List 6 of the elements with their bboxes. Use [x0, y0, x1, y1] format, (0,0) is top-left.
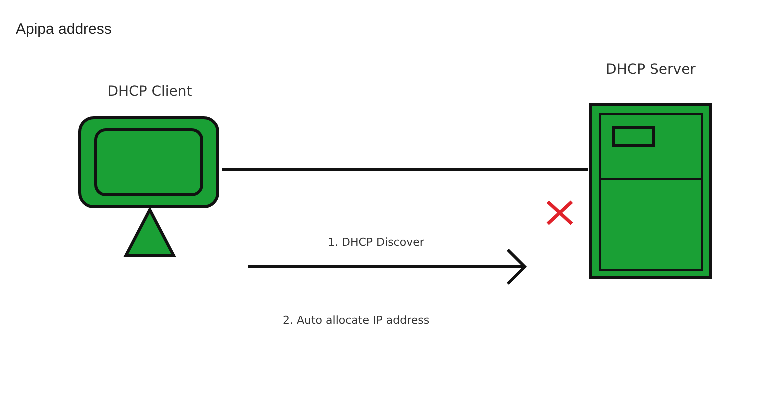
step-label: 2. Auto allocate IP address [283, 314, 430, 327]
step-label: 1. DHCP Discover [328, 236, 424, 249]
diagram-title: Apipa address [16, 21, 112, 38]
node-label: DHCP Client [106, 84, 194, 100]
node-label: DHCP Server [605, 62, 697, 78]
connector-line [222, 168, 588, 172]
